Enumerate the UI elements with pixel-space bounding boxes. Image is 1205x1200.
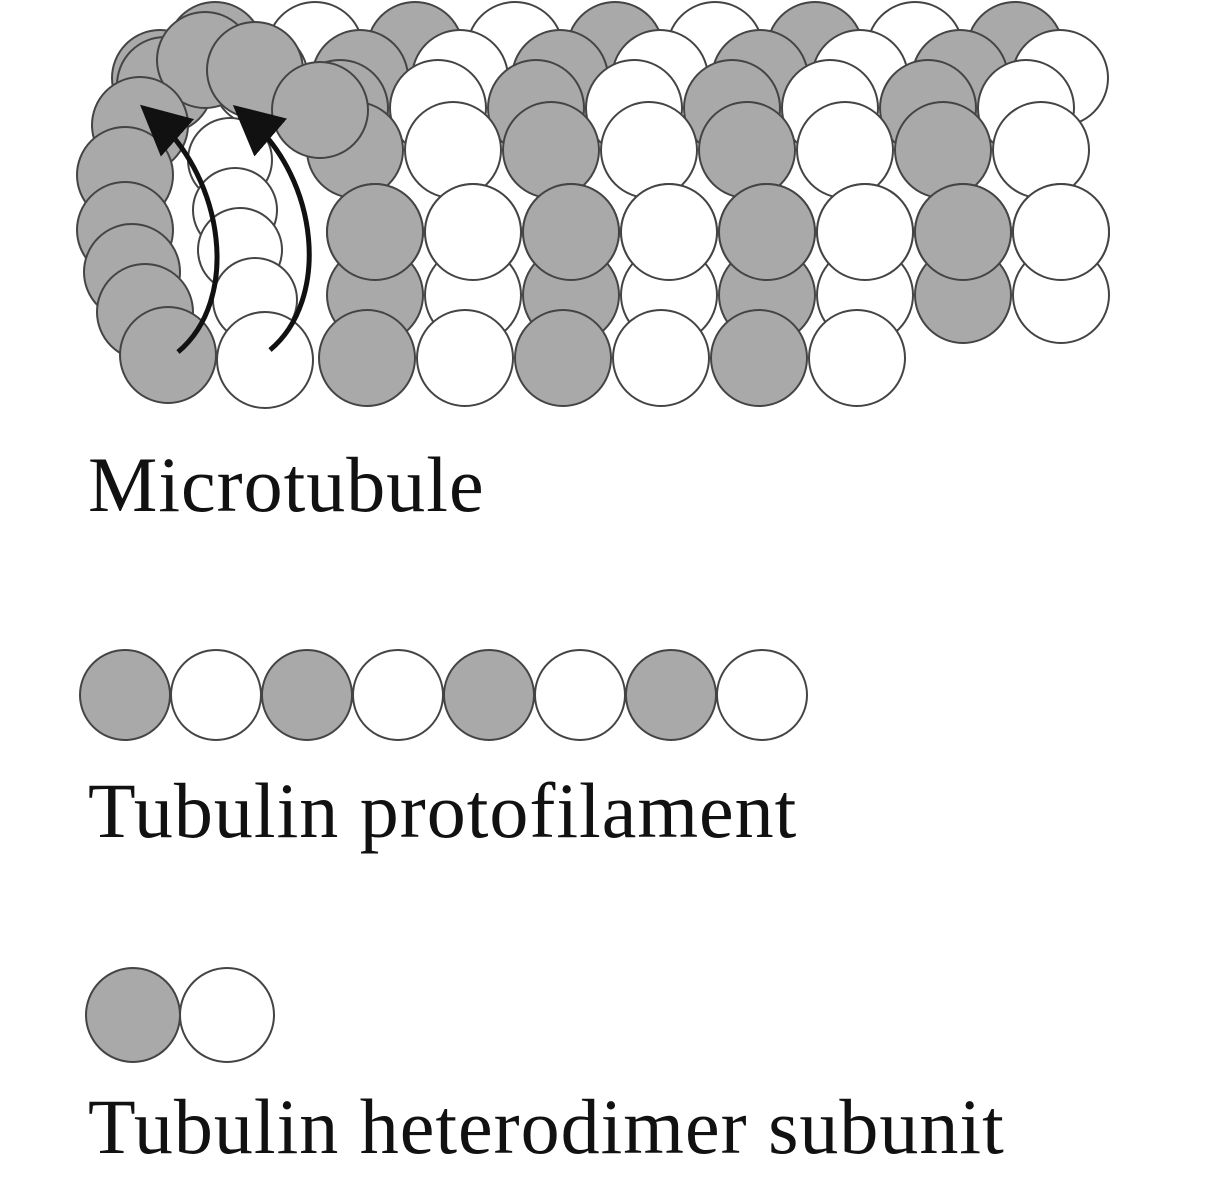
microtubule-subunit	[600, 101, 698, 199]
protofilament-subunit	[352, 649, 444, 741]
microtubule-subunit	[318, 309, 416, 407]
heterodimer-illustration	[85, 967, 275, 1063]
microtubule-subunit	[216, 311, 314, 409]
microtubule-subunit	[522, 183, 620, 281]
microtubule-subunit	[502, 101, 600, 199]
microtubule-subunit	[424, 183, 522, 281]
protofilament-subunit	[79, 649, 171, 741]
heterodimer-subunit	[179, 967, 275, 1063]
protofilament-subunit	[625, 649, 717, 741]
protofilament-subunit	[261, 649, 353, 741]
microtubule-subunit	[119, 306, 217, 404]
microtubule-subunit	[710, 309, 808, 407]
microtubule-subunit	[992, 101, 1090, 199]
microtubule-subunit	[914, 183, 1012, 281]
microtubule-label: Microtubule	[88, 441, 485, 528]
microtubule-subunit	[326, 183, 424, 281]
heterodimer-label: Tubulin heterodimer subunit	[88, 1083, 1005, 1170]
microtubule-subunit	[796, 101, 894, 199]
microtubule-subunit	[808, 309, 906, 407]
microtubule-subunit	[514, 309, 612, 407]
microtubule-subunit	[816, 183, 914, 281]
protofilament-illustration	[79, 649, 808, 741]
microtubule-illustration	[76, 1, 1110, 409]
protofilament-subunit	[170, 649, 262, 741]
protofilament-subunit	[443, 649, 535, 741]
heterodimer-subunit	[85, 967, 181, 1063]
rotation-arrows	[140, 104, 312, 354]
protofilament-label: Tubulin protofilament	[88, 767, 798, 854]
microtubule-subunit	[698, 101, 796, 199]
rotation-arrow	[140, 104, 220, 354]
microtubule-subunit	[404, 101, 502, 199]
microtubule-subunit	[1012, 183, 1110, 281]
microtubule-subunit	[718, 183, 816, 281]
microtubule-subunit	[620, 183, 718, 281]
microtubule-subunit	[416, 309, 514, 407]
rotation-arrow	[232, 104, 312, 352]
microtubule-subunit	[271, 61, 369, 159]
microtubule-subunit	[612, 309, 710, 407]
protofilament-subunit	[534, 649, 626, 741]
microtubule-subunit	[894, 101, 992, 199]
protofilament-subunit	[716, 649, 808, 741]
